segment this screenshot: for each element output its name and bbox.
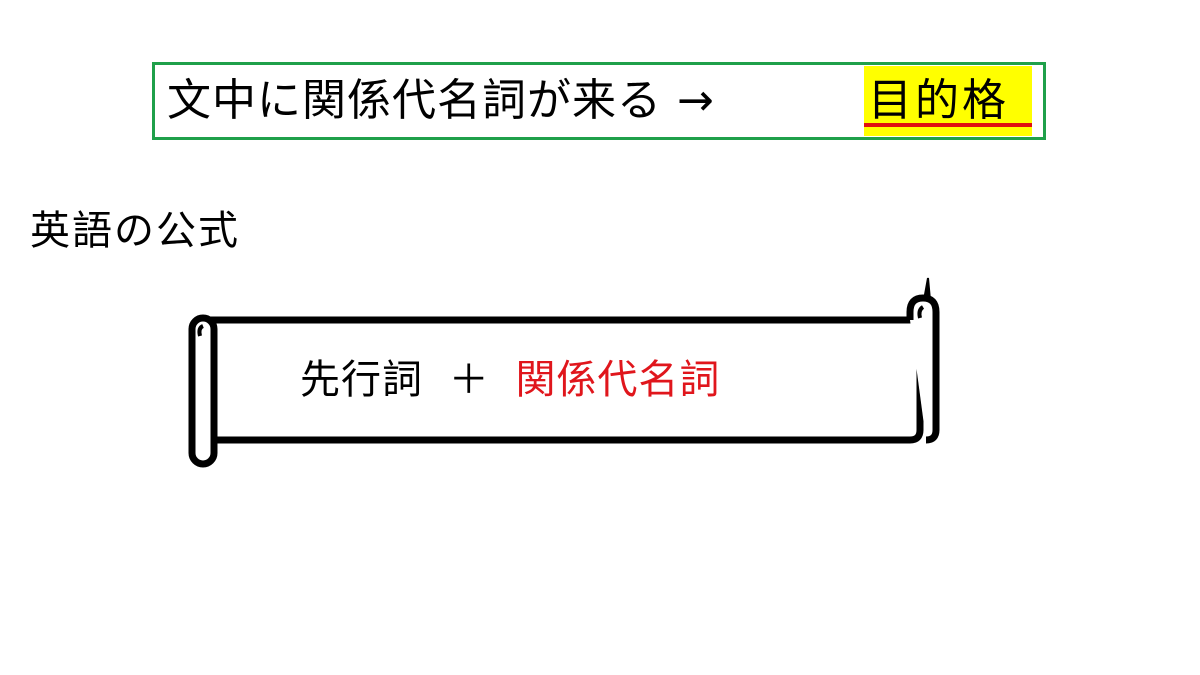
- formula: 先行詞 ＋ 関係代名詞: [300, 352, 720, 408]
- highlight-box: 目的格: [864, 66, 1032, 136]
- title-box: 文中に関係代名詞が来る → 目的格: [152, 62, 1046, 140]
- red-underline: [864, 123, 1032, 127]
- highlight-text: 目的格: [868, 75, 1009, 126]
- scroll-banner-icon: [188, 277, 940, 468]
- formula-relative-pronoun: 関係代名詞: [515, 357, 721, 403]
- formula-plus: ＋: [448, 357, 490, 403]
- formula-antecedent: 先行詞: [300, 357, 423, 403]
- subtitle: 英語の公式: [30, 208, 240, 254]
- title-text: 文中に関係代名詞が来る →: [167, 75, 715, 126]
